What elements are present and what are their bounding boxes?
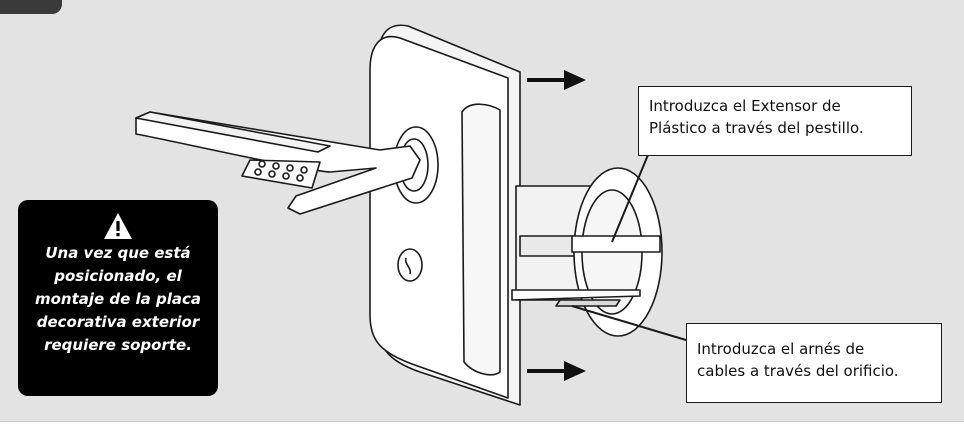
callout-cable-harness-text: Introduzca el arnés de cables a través d… (697, 340, 899, 380)
lever-keypad (241, 159, 321, 189)
callout-extensor: Introduzca el Extensor de Plástico a tra… (638, 86, 912, 156)
warning-box: Una vez que está posicionado, el montaje… (18, 200, 218, 396)
plastic-extensor (571, 235, 661, 253)
callout-extensor-text: Introduzca el Extensor de Plástico a tra… (649, 97, 864, 137)
corner-tab (0, 0, 62, 14)
lever-handle-top (135, 111, 331, 153)
key-cylinder-slot (404, 257, 412, 275)
arrow-right-bottom (527, 361, 586, 381)
leader-line-top (611, 149, 651, 243)
bottom-strip (0, 421, 964, 430)
leader-line-bottom (571, 305, 687, 341)
key-cylinder (397, 248, 423, 282)
cable-harness (511, 289, 641, 301)
lock-installation-illustration (135, 24, 687, 406)
callout-cable-harness: Introduzca el arnés de cables a través d… (686, 323, 942, 403)
arrow-right-top (527, 70, 586, 90)
warning-triangle-icon (104, 213, 132, 239)
warning-text: Una vez que está posicionado, el montaje… (34, 244, 202, 354)
escutcheon-inner-panel (461, 103, 501, 376)
